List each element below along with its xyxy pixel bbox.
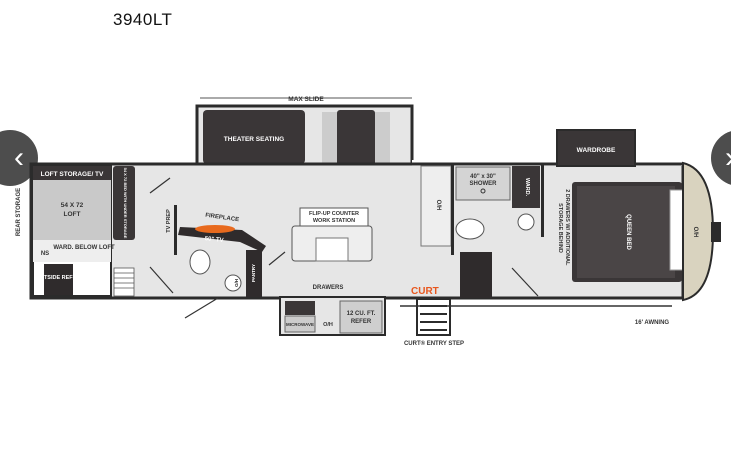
pantry (246, 250, 262, 297)
entry-step-label: CURT® ENTRY STEP (404, 340, 464, 347)
work-station-label: WORK STATION (313, 218, 355, 224)
bath-door-cabinet (460, 252, 492, 298)
queen-bed-label: QUEEN BED (625, 214, 631, 250)
outside-refer (44, 264, 73, 295)
chevron-left-icon: ‹ (14, 141, 24, 174)
refer-label: REFER (351, 319, 372, 325)
max-slide-label: MAX SLIDE (288, 96, 324, 103)
wardrobe-label: WARDROBE (577, 147, 616, 154)
door (149, 266, 174, 294)
bath-wardrobe (512, 166, 540, 208)
flip-up-counter-label: FLIP-UP COUNTER (309, 211, 359, 217)
drawers-label: DRAWERS (313, 285, 344, 291)
ns-label: NS (41, 251, 49, 257)
loft-stairs (113, 267, 135, 297)
drawers-storage-label: 2 DRAWERS W/ ADDITIONAL STORAGE BEHIND (557, 189, 570, 267)
door (511, 267, 539, 297)
bath-oh-label: O/H (234, 279, 239, 287)
kitchen-oh-label: O/H (323, 322, 333, 328)
dinette-table (337, 110, 375, 166)
theater-seating-label: THEATER SEATING (224, 136, 284, 143)
theater-seating (203, 110, 305, 164)
front-oh-label: O/H (692, 227, 698, 238)
wardrobe (556, 129, 636, 167)
tv-prep-wall (174, 205, 177, 255)
refrigerator (339, 300, 383, 334)
tv-prep-label: TV PREP (166, 209, 172, 233)
rear-storage-label: REAR STORAGE (16, 188, 22, 236)
bed-storage-column (113, 166, 135, 240)
bed-mattress (577, 186, 675, 278)
microwave (284, 315, 316, 333)
curt-logo: CURT (411, 286, 439, 297)
stove (285, 301, 315, 315)
shower-drain (480, 188, 486, 194)
next-image-button[interactable]: › (711, 130, 731, 186)
hitch-pin (711, 222, 721, 242)
shower-label: SHOWER (470, 181, 498, 187)
bath-wall (541, 165, 544, 237)
storage-column-label: 54 X 72 BED WITH UNDER STORAGE (123, 168, 128, 239)
fireplace-label: FIREPLACE (205, 213, 240, 224)
loft-storage-label: LOFT STORAGE/ TV (41, 171, 104, 178)
microwave-label: MICROWAVE (286, 322, 314, 327)
page-title: 3940LT (113, 10, 173, 29)
shower-size-label: 40" x 30" (470, 174, 496, 180)
loft-bed (33, 180, 111, 240)
tv-label: 50" TV (204, 236, 223, 244)
loft-storage-tv (33, 166, 111, 180)
sink (224, 274, 242, 292)
shower (455, 166, 511, 201)
fireplace-tv-wall (178, 227, 266, 252)
ward-label: WARD. (524, 178, 530, 197)
ward-below-loft-label: WARD. BELOW LOFT (53, 245, 115, 251)
rear-entry-door[interactable] (184, 297, 219, 319)
loft-label: LOFT (64, 211, 81, 218)
outside-refer-label: OUTSIDE REFER (36, 275, 81, 281)
door (149, 177, 171, 194)
bath-wall (451, 165, 454, 255)
ward-below-loft (33, 240, 111, 262)
awning-label: 16' AWNING (635, 320, 670, 326)
entry-step[interactable] (416, 298, 451, 336)
oh-cabinet (420, 165, 452, 247)
bath-sink (517, 213, 535, 231)
bath-toilet (455, 218, 485, 240)
loft-size-label: 54 X 72 (61, 202, 84, 209)
pantry-label: PANTRY (251, 264, 256, 282)
kitchen-sink (315, 237, 349, 262)
fireplace-flame (195, 225, 235, 233)
door (268, 251, 286, 266)
toilet (189, 249, 211, 275)
refer-size-label: 12 CU. FT. (347, 311, 376, 317)
max-slide-dimension: MAX SLIDE (200, 96, 412, 103)
chevron-right-icon: › (725, 141, 731, 175)
oh-cabinet-label: O/H (435, 200, 441, 211)
